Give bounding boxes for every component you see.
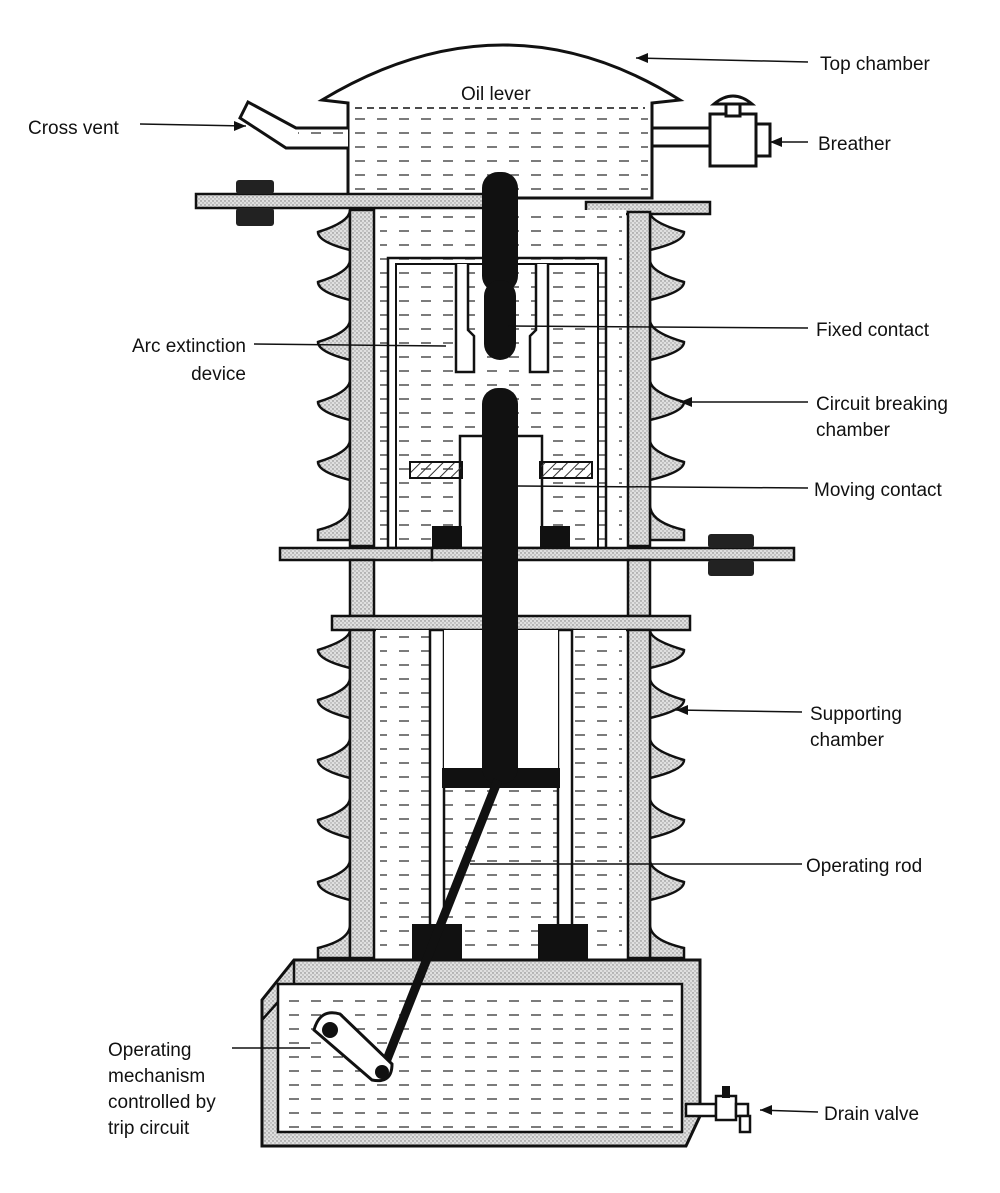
leader-cross-vent <box>139 123 247 127</box>
label-operating-mechanism-line2: mechanism <box>108 1066 205 1087</box>
cross-vent-pipe <box>238 99 348 150</box>
label-breather: Breather <box>818 134 892 155</box>
label-circuit-breaking-line1: Circuit breaking <box>816 394 948 415</box>
label-moving-contact: Moving contact <box>814 480 943 501</box>
fixed-contact <box>454 172 550 374</box>
label-arc-extinction-line1: Arc extinction <box>132 336 246 357</box>
leader-supporting <box>675 709 803 713</box>
label-oil-lever: Oil lever <box>461 84 531 105</box>
label-drain-valve: Drain valve <box>824 1104 919 1125</box>
label-supporting-line1: Supporting <box>810 704 902 725</box>
label-operating-rod: Operating rod <box>806 856 922 877</box>
label-circuit-breaking-line2: chamber <box>816 420 891 441</box>
circuit-breaking-chamber <box>316 208 686 550</box>
leader-fixed-contact <box>507 325 809 329</box>
label-supporting-line2: chamber <box>810 730 885 751</box>
label-top-chamber: Top chamber <box>820 54 931 75</box>
main-contact-rod <box>482 388 518 784</box>
label-operating-mechanism-line4: trip circuit <box>108 1118 190 1139</box>
label-operating-mechanism-line3: controlled by <box>108 1092 216 1113</box>
label-operating-mechanism-line1: Operating <box>108 1040 191 1061</box>
label-arc-extinction-line2: device <box>191 364 246 385</box>
leader-arc-extinction <box>253 343 447 347</box>
middle-flange <box>278 534 796 576</box>
label-cross-vent: Cross vent <box>28 118 120 139</box>
leader-top-chamber <box>635 57 809 63</box>
leader-moving-contact <box>517 485 809 489</box>
bottom-tank <box>260 958 702 1148</box>
label-fixed-contact: Fixed contact <box>816 320 930 341</box>
leader-lines <box>139 57 819 1113</box>
breather-device <box>650 94 772 168</box>
operating-rod-linkage <box>312 778 503 1083</box>
leader-arrowheads <box>234 53 782 1115</box>
drain-valve <box>684 1086 752 1134</box>
